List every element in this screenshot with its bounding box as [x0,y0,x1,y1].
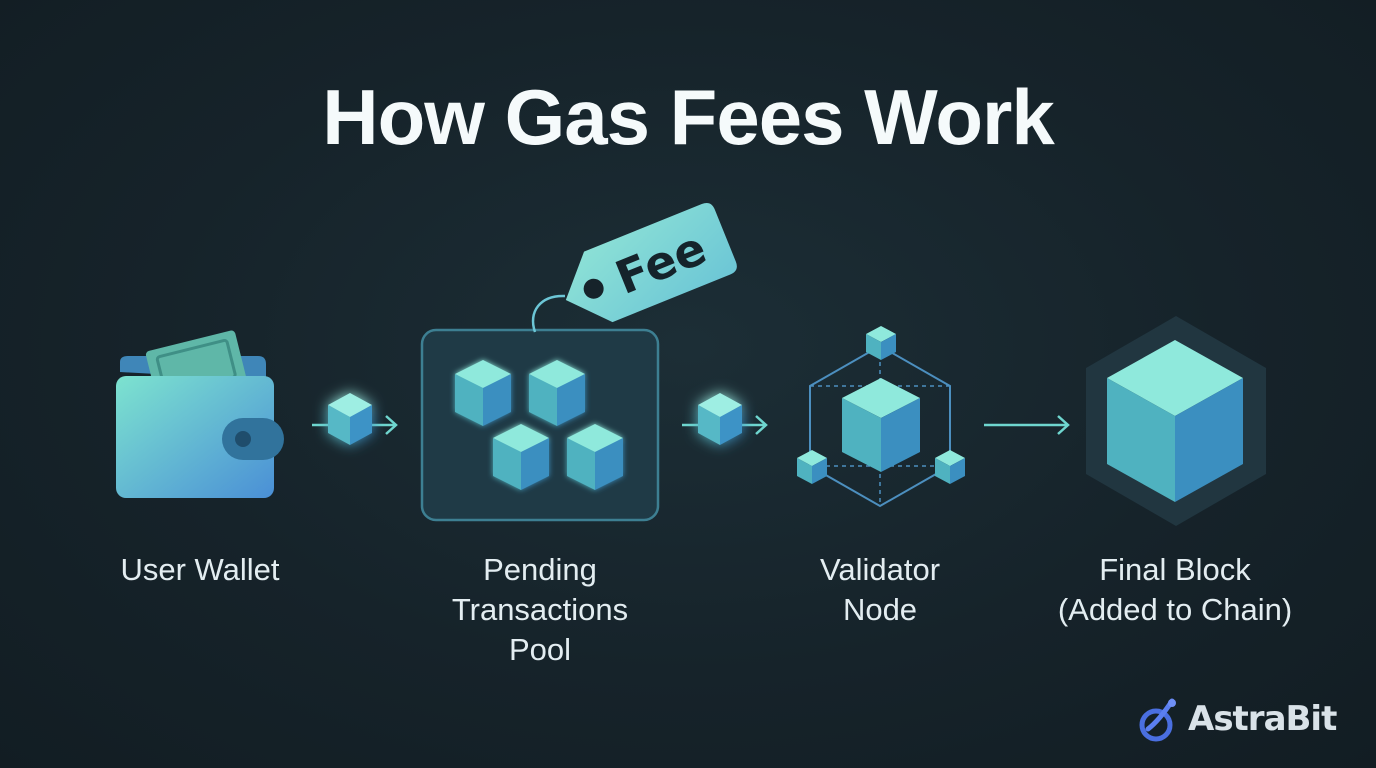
label-validator-node: Validator Node [819,552,941,627]
validator-small-cube-icon [866,326,896,360]
pool-cubes [455,360,623,490]
label-user-wallet: User Wallet [120,552,280,587]
transaction-cube-icon [328,393,372,445]
arrow-validator-to-block [984,415,1070,435]
label-final-block: Final Block (Added to Chain) [1057,552,1293,627]
brand-logo: AstraBit [1138,694,1337,744]
pool-cube-icon [567,424,623,490]
validator-small-cube-icon [935,450,965,484]
validator-small-cube-icon [797,450,827,484]
pending-pool-box [420,328,660,522]
pool-cube-icon [529,360,585,426]
validator-node-icon [797,326,965,508]
brand-name: AstraBit [1188,699,1337,739]
diagram-title: How Gas Fees Work [322,73,1054,161]
pool-cube-icon [493,424,549,490]
fee-tag-icon: Fee [531,202,737,333]
pool-cube-icon [455,360,511,426]
label-pending-pool: Pending Transactions Pool [451,552,629,667]
validator-core-cube-icon [842,378,920,472]
transaction-cube-icon [698,393,742,445]
wallet-icon [116,330,284,498]
astrabit-logo-icon [1139,698,1176,742]
final-block-icon [1086,316,1266,526]
